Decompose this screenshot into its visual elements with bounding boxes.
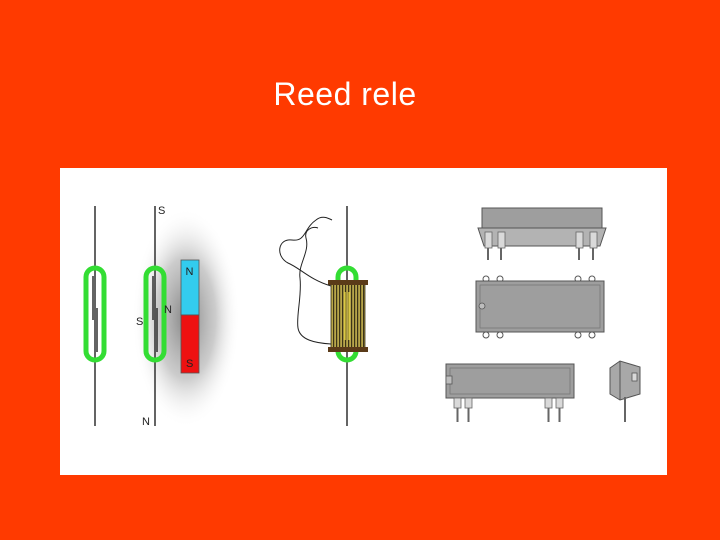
coil-bottom-flange [328, 347, 368, 352]
reed-switch-with-magnet [143, 206, 167, 426]
relay-package-long [445, 363, 575, 422]
wire-label-bottom: N [142, 416, 150, 428]
magnet-south-pole [180, 314, 200, 374]
relay-package-end [609, 360, 641, 422]
relay-package-side [477, 207, 607, 260]
coil-wire-1 [279, 216, 333, 287]
reed-switch-plain [83, 206, 107, 426]
magnet-label-north: N [186, 266, 194, 278]
wire-label-top: S [158, 205, 165, 217]
diagram-panel: S S N N N S [60, 168, 667, 475]
wire-label-middle-right: N [164, 304, 172, 316]
relay-package-top [475, 275, 605, 339]
reed-switch-with-coil [279, 206, 368, 426]
coil-wire-2 [297, 227, 332, 345]
coil-top-flange [328, 280, 368, 285]
wire-label-middle-left: S [136, 316, 143, 328]
slide-title: Reed rele [273, 76, 417, 112]
bar-magnet: N S [180, 259, 200, 374]
reed-relay-diagram: S S N N N S [83, 205, 641, 428]
magnet-label-south: S [186, 358, 193, 370]
coil-winding [330, 283, 366, 349]
